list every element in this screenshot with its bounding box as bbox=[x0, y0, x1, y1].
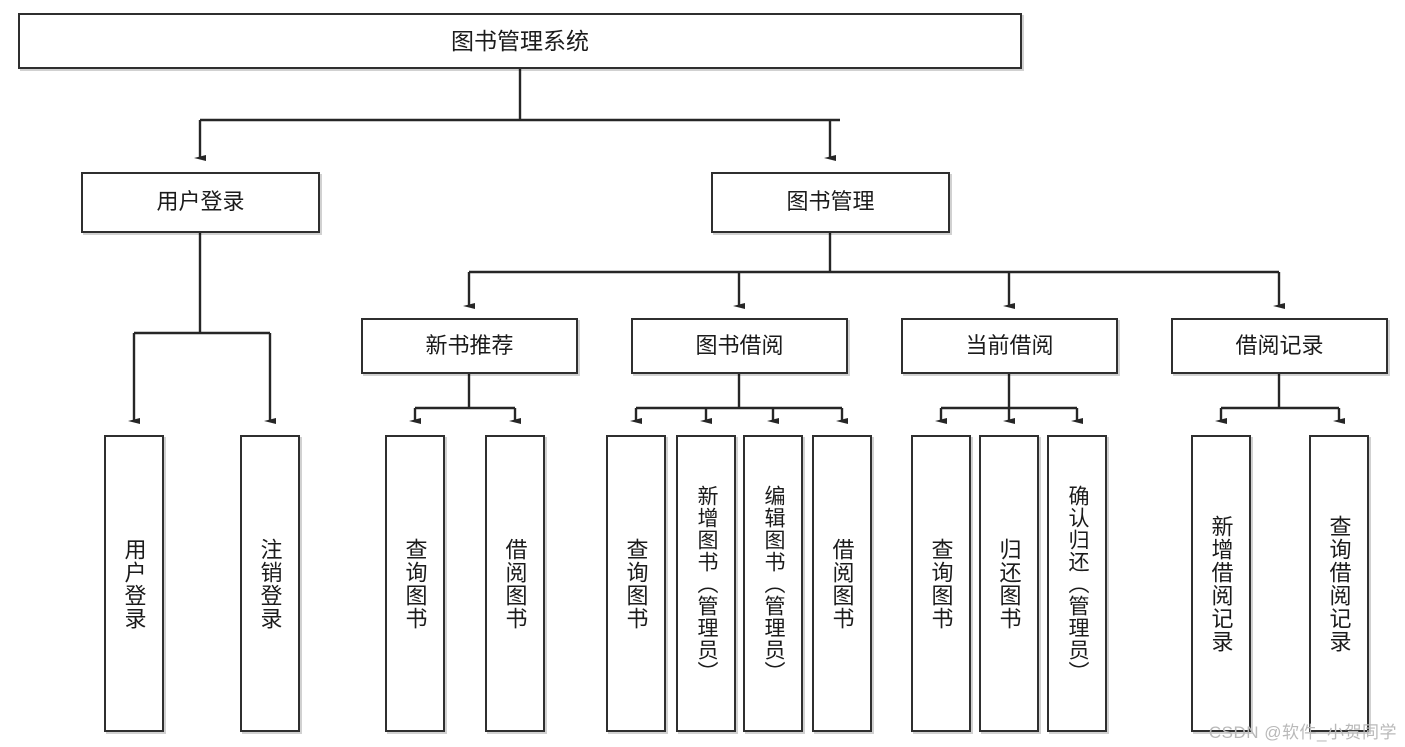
watermark: CSDN @软件_小贺同学 bbox=[1208, 723, 1397, 742]
node-current-borrow[interactable]: 当前借阅 bbox=[901, 318, 1118, 374]
node-label: 当前借阅 bbox=[965, 332, 1054, 358]
leaf-borrow-book-1[interactable]: 借阅图书 bbox=[485, 435, 545, 732]
node-label: 确认归还（管理员） bbox=[1066, 484, 1090, 683]
node-new-book-recommend[interactable]: 新书推荐 bbox=[361, 318, 578, 374]
node-label: 借阅记录 bbox=[1235, 332, 1324, 358]
node-label: 查询借阅记录 bbox=[1326, 514, 1352, 653]
node-label: 用户登录 bbox=[121, 537, 147, 630]
node-label: 用户登录 bbox=[156, 189, 245, 215]
node-user-login[interactable]: 用户登录 bbox=[81, 172, 320, 233]
node-label: 借阅图书 bbox=[829, 537, 855, 630]
leaf-edit-book-admin[interactable]: 编辑图书（管理员） bbox=[743, 435, 803, 732]
leaf-query-borrow-record[interactable]: 查询借阅记录 bbox=[1309, 435, 1369, 732]
node-label: 图书管理系统 bbox=[451, 27, 589, 54]
node-label: 新增图书（管理员） bbox=[695, 484, 719, 683]
leaf-logout-login[interactable]: 注销登录 bbox=[240, 435, 300, 732]
node-label: 归还图书 bbox=[996, 537, 1022, 630]
leaf-confirm-return-admin[interactable]: 确认归还（管理员） bbox=[1047, 435, 1107, 732]
node-label: 编辑图书（管理员） bbox=[762, 484, 786, 683]
node-label: 查询图书 bbox=[623, 537, 649, 630]
leaf-add-book-admin[interactable]: 新增图书（管理员） bbox=[676, 435, 736, 732]
node-label: 新增借阅记录 bbox=[1208, 514, 1234, 653]
leaf-query-book-3[interactable]: 查询图书 bbox=[911, 435, 971, 732]
node-label: 查询图书 bbox=[928, 537, 954, 630]
node-label: 图书借阅 bbox=[695, 332, 784, 358]
leaf-query-book-2[interactable]: 查询图书 bbox=[606, 435, 666, 732]
node-label: 借阅图书 bbox=[502, 537, 528, 630]
node-label: 注销登录 bbox=[257, 537, 283, 630]
node-book-management-system[interactable]: 图书管理系统 bbox=[18, 13, 1022, 69]
leaf-borrow-book-2[interactable]: 借阅图书 bbox=[812, 435, 872, 732]
node-label: 图书管理 bbox=[786, 189, 875, 215]
node-label: 新书推荐 bbox=[425, 332, 514, 358]
leaf-add-borrow-record[interactable]: 新增借阅记录 bbox=[1191, 435, 1251, 732]
node-book-manage[interactable]: 图书管理 bbox=[711, 172, 950, 233]
leaf-query-book-1[interactable]: 查询图书 bbox=[385, 435, 445, 732]
leaf-user-login[interactable]: 用户登录 bbox=[104, 435, 164, 732]
leaf-return-book[interactable]: 归还图书 bbox=[979, 435, 1039, 732]
node-label: 查询图书 bbox=[402, 537, 428, 630]
node-borrow-record[interactable]: 借阅记录 bbox=[1171, 318, 1388, 374]
node-book-borrow[interactable]: 图书借阅 bbox=[631, 318, 848, 374]
